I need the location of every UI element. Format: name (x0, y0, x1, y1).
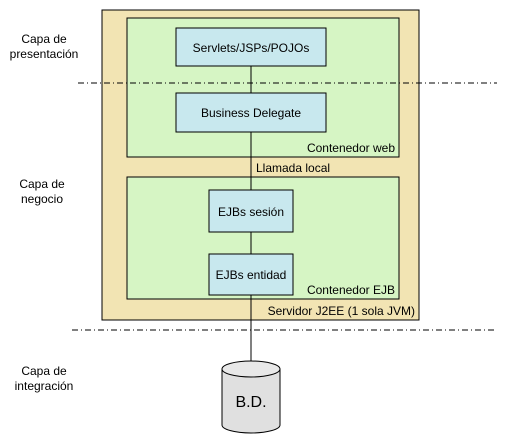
ejb-session-label: EJBs sesión (218, 205, 284, 219)
local-call-label: Llamada local (256, 161, 330, 175)
ejb-session-box (208, 189, 294, 233)
database-icon (221, 360, 281, 434)
servlets-label: Servlets/JSPs/POJOs (193, 41, 310, 55)
database-label: B.D. (235, 394, 266, 411)
business-layer-label-1: Capa de (19, 177, 65, 191)
servlets-box (175, 27, 327, 67)
business-delegate-box (175, 92, 327, 133)
server-label: Servidor J2EE (1 sola JVM) (268, 304, 415, 318)
ejb-entity-label: EJBs entidad (216, 268, 287, 282)
integration-layer-label-1: Capa de (21, 364, 67, 378)
ejb-entity-box (208, 253, 294, 296)
presentation-layer-label-1: Capa de (21, 32, 67, 46)
business-layer-label-2: negocio (21, 192, 63, 206)
web-container-label: Contenedor web (307, 141, 395, 155)
ejb-container-label: Contenedor EJB (307, 283, 395, 297)
presentation-layer-label-2: presentación (10, 47, 79, 61)
business-delegate-label: Business Delegate (201, 106, 301, 120)
integration-layer-label-2: integración (15, 379, 74, 393)
